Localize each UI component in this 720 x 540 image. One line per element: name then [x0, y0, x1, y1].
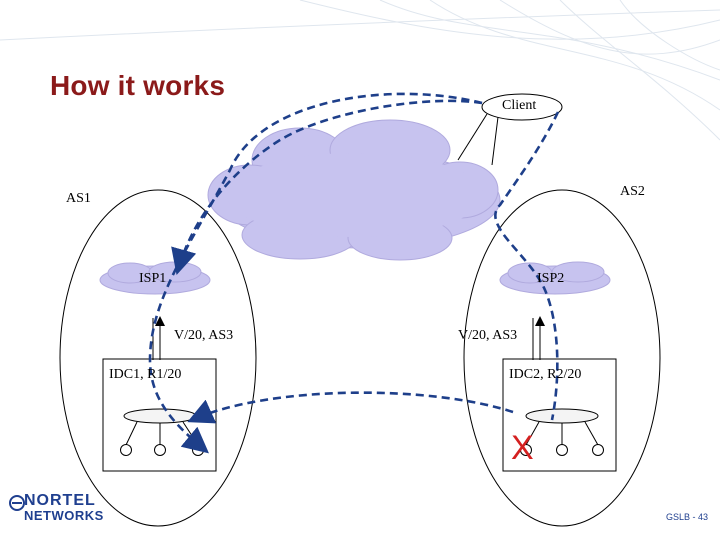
as1-label: AS1	[66, 191, 91, 206]
route-left-label: V/20, AS3	[174, 328, 234, 343]
isp1-label: ISP1	[139, 271, 167, 286]
idc2-label: IDC2, R2/20	[509, 367, 582, 382]
logo-line1: NORTEL	[24, 492, 96, 509]
idc1-label: IDC1, R1/20	[109, 367, 182, 382]
idc2-box	[502, 358, 617, 472]
logo-line2: NETWORKS	[24, 508, 104, 523]
header-decoration	[0, 0, 720, 141]
as1-boundary	[59, 189, 257, 527]
as2-boundary	[463, 189, 661, 527]
slide-footer: GSLB - 43	[665, 512, 708, 522]
isp2-label: ISP2	[537, 271, 565, 286]
idc1-lan	[120, 408, 204, 456]
path-idc-to-idc	[187, 391, 514, 424]
as2-label: AS2	[620, 184, 645, 199]
page-title: How it works	[50, 70, 226, 101]
route-advert-right	[532, 316, 545, 360]
client-node	[481, 93, 563, 121]
idc2-lan	[520, 408, 604, 456]
failure-mark: X	[511, 429, 534, 467]
path-client-to-idc2	[494, 111, 560, 421]
traffic-paths	[148, 92, 560, 454]
path-client-to-idc1	[148, 92, 483, 454]
route-advert-left	[152, 316, 165, 360]
nortel-globe-icon	[9, 495, 25, 511]
client-label: Client	[502, 98, 537, 113]
route-right-label: V/20, AS3	[458, 328, 518, 343]
path-client-loop	[171, 99, 483, 276]
isp2-cloud	[499, 261, 611, 295]
nortel-logo: NORTEL NETWORKS	[8, 492, 128, 524]
